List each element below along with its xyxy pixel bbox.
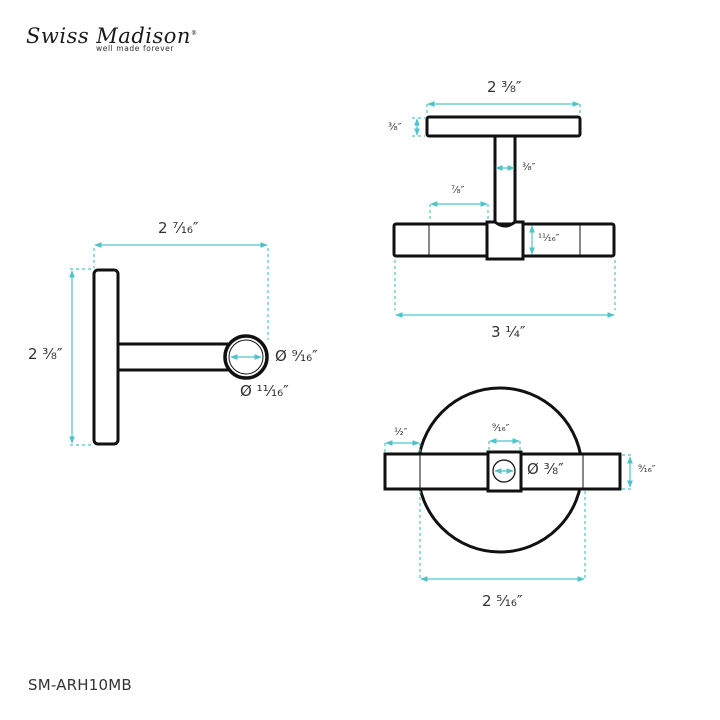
side-wall-plate [92, 268, 120, 446]
front-plate-diameter-label: 2 ⁵⁄₁₆″ [482, 592, 523, 610]
top-plate-width-label: 2 ³⁄₈″ [487, 78, 522, 96]
side-dimensions [69, 242, 269, 446]
top-dimensions [394, 101, 616, 318]
brand-tagline: well made forever [96, 44, 175, 53]
front-overhang-label: ¹⁄₂″ [394, 427, 408, 438]
top-plate [425, 115, 582, 138]
top-stem-width-label: ³⁄₈″ [522, 162, 536, 173]
side-height-label: 2 ³⁄₈″ [28, 345, 63, 363]
front-dimensions [384, 438, 634, 582]
top-stem [493, 136, 517, 222]
side-inner-diameter-label: Ø ⁹⁄₁₆″ [275, 347, 318, 365]
front-hub-width-label: ⁹⁄₁₆″ [492, 423, 510, 434]
top-arm-offset-label: ⁷⁄₈″ [451, 185, 465, 196]
side-width-label: 2 ⁷⁄₁₆″ [158, 219, 199, 237]
front-hole-diameter-label: Ø ³⁄₈″ [527, 460, 564, 478]
top-plate-thickness-label: ³⁄₈″ [388, 122, 402, 133]
side-view [69, 242, 269, 446]
front-hub-hole [492, 459, 516, 483]
side-end-cap-inner [228, 339, 264, 375]
top-arm-joints [428, 224, 581, 256]
front-view [383, 386, 634, 582]
top-hub [485, 220, 525, 261]
brand-name: Swiss Madison® [26, 24, 198, 48]
top-arm-height-label: ¹¹⁄₁₆″ [538, 233, 560, 244]
front-plate-edges [419, 454, 584, 489]
top-overall-width-label: 3 ¹⁄₄″ [491, 323, 526, 341]
model-number: SM-ARH10MB [28, 676, 132, 694]
top-view [392, 101, 616, 318]
brand-logo: Swiss Madison® well made forever [26, 24, 226, 64]
side-outer-diameter-label: Ø ¹¹⁄₁₆″ [240, 382, 289, 400]
front-arm-height-label: ⁹⁄₁₆″ [638, 464, 656, 475]
side-arm [118, 342, 228, 372]
